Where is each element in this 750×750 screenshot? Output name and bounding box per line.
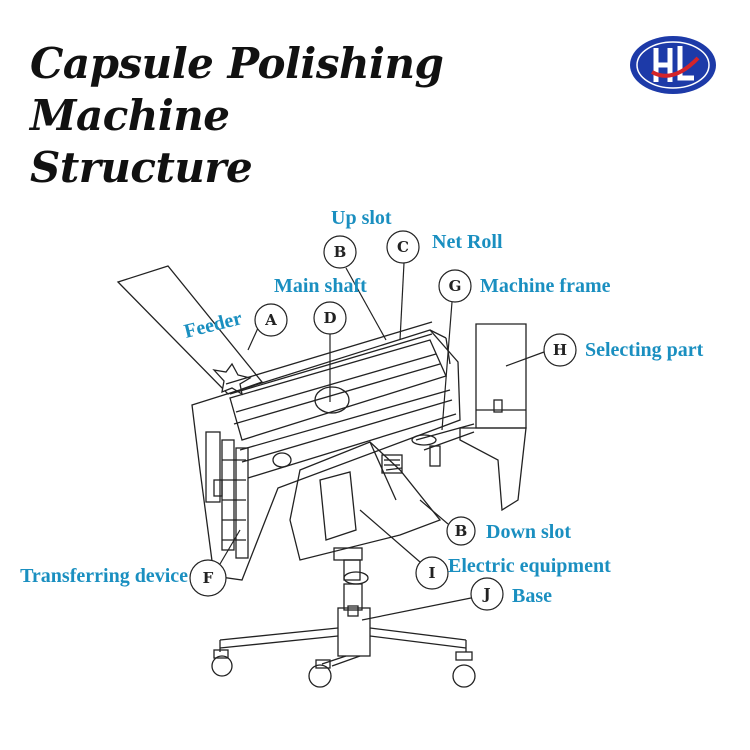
callout-bubble-selecting-part	[543, 333, 577, 367]
callout-base: J Base	[361, 577, 552, 621]
callout-letter-main-shaft: D	[323, 309, 336, 327]
callout-bubble-base	[470, 577, 504, 611]
callout-electric-equipment: I Electric equipment	[359, 509, 611, 590]
leader-line-base	[361, 597, 472, 621]
callout-letter-electric-equipment: I	[428, 564, 435, 582]
callout-up-slot: B Up slot	[323, 207, 392, 341]
hl-logo-icon: HL	[630, 36, 716, 94]
callout-net-roll: C Net Roll	[386, 230, 503, 341]
callout-main-shaft: D Main shaft	[274, 275, 367, 402]
callout-label-electric-equipment: Electric equipment	[448, 555, 611, 577]
leader-line-electric-equipment	[359, 509, 421, 563]
callout-label-base: Base	[512, 585, 552, 607]
callout-label-down-slot: Down slot	[486, 521, 571, 543]
callout-letter-down-slot: B	[455, 522, 468, 540]
leader-line-machine-frame	[441, 301, 453, 431]
callout-bubble-main-shaft	[313, 301, 347, 335]
callout-label-transferring-device: Transferring device	[20, 565, 188, 587]
callout-letter-transferring-device: F	[203, 569, 214, 587]
callout-label-main-shaft: Main shaft	[274, 275, 367, 297]
title-line-1: Capsule Polishing Machine	[30, 39, 444, 140]
callout-label-selecting-part: Selecting part	[585, 339, 704, 361]
callout-bubble-up-slot	[323, 235, 357, 269]
main-frame	[191, 321, 461, 581]
feeder-hopper	[116, 265, 264, 396]
callout-letter-machine-frame: G	[449, 277, 462, 295]
leader-line-net-roll	[399, 262, 405, 341]
callout-label-feeder: Feeder	[182, 307, 245, 343]
callout-down-slot: B Down slot	[419, 499, 571, 546]
leader-line-transferring-device	[219, 529, 241, 565]
leader-line-feeder	[247, 327, 259, 351]
callout-bubble-down-slot	[446, 516, 476, 546]
callout-label-net-roll: Net Roll	[432, 231, 503, 253]
callout-letter-feeder: A	[264, 311, 277, 329]
callout-letter-base: J	[481, 585, 490, 603]
callout-bubble-transferring-device	[189, 559, 227, 597]
leader-line-down-slot	[419, 499, 449, 525]
title-line-2: Structure	[30, 143, 253, 192]
callout-letter-up-slot: B	[334, 243, 347, 261]
callout-transferring-device: F Transferring device	[20, 529, 241, 597]
leader-line-up-slot	[345, 267, 387, 341]
callout-bubble-machine-frame	[438, 269, 472, 303]
selecting-part-housing	[411, 323, 527, 512]
callout-label-machine-frame: Machine frame	[480, 275, 611, 297]
callout-feeder: A Feeder	[182, 303, 288, 351]
base-stand	[211, 547, 476, 688]
page-title: Capsule Polishing Machine Structure	[30, 38, 630, 194]
callout-selecting-part: H Selecting part	[505, 333, 704, 367]
callout-letter-net-roll: C	[397, 238, 409, 256]
callout-letter-selecting-part: H	[553, 341, 567, 359]
leader-line-selecting-part	[505, 351, 545, 367]
callout-bubble-feeder	[254, 303, 288, 337]
callout-label-up-slot: Up slot	[331, 207, 392, 229]
callout-bubble-net-roll	[386, 230, 420, 264]
callout-bubble-electric-equipment	[415, 556, 449, 590]
callout-machine-frame: G Machine frame	[438, 269, 611, 431]
machine-drawing	[116, 265, 527, 688]
